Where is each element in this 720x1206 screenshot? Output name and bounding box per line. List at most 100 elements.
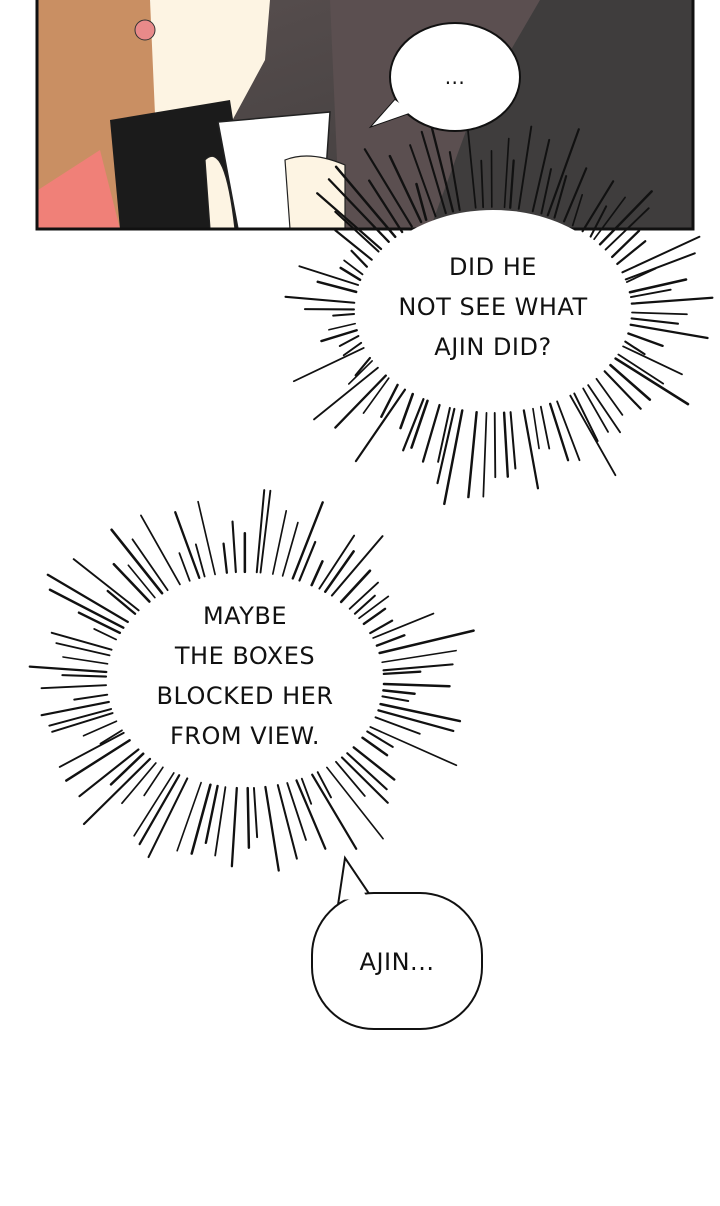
burst-line — [467, 411, 478, 499]
burst-line — [291, 501, 324, 580]
burst-line — [82, 720, 118, 737]
burst-line — [369, 726, 458, 767]
burst-line — [176, 781, 202, 852]
burst-line — [532, 407, 540, 450]
speech-bubble-top — [368, 22, 521, 132]
burst-line — [292, 347, 365, 383]
burst-line — [342, 341, 363, 357]
burst-line — [363, 148, 413, 228]
burst-line — [147, 777, 189, 859]
burst-line — [540, 168, 552, 215]
burst-line — [409, 144, 437, 218]
burst-line — [295, 779, 327, 850]
burst-line — [629, 288, 672, 299]
burst-line — [378, 629, 475, 655]
burst-line — [109, 752, 145, 786]
burst-line — [382, 670, 422, 676]
burst-line — [334, 229, 373, 261]
burst-line — [286, 782, 307, 841]
burst-line — [410, 399, 429, 449]
thought-line: FROM VIEW. — [170, 722, 320, 750]
burst-line — [298, 540, 317, 582]
burst-line — [467, 129, 477, 209]
burst-line — [334, 374, 387, 429]
burst-line — [375, 634, 406, 647]
burst-line — [399, 392, 415, 430]
burst-line — [46, 573, 129, 624]
burst-line — [377, 709, 455, 733]
burst-center — [358, 210, 628, 410]
thought-line: THE BOXES — [174, 642, 316, 670]
burst-line — [421, 403, 441, 463]
thought-line: NOT SEE WHAT — [398, 293, 588, 321]
burst-line — [509, 411, 517, 470]
burst-line — [382, 682, 451, 688]
burst-line — [40, 700, 110, 717]
burst-line — [194, 543, 206, 578]
burst-line — [517, 125, 533, 210]
burst-line — [178, 552, 191, 582]
burst-line — [48, 708, 113, 727]
burst-line — [138, 774, 181, 846]
burst-line — [531, 138, 551, 213]
burst-line — [246, 786, 251, 849]
burst-line — [436, 407, 456, 485]
thought-line: BLOCKED HER — [156, 682, 334, 710]
burst-line — [366, 730, 394, 748]
burst-line — [617, 353, 665, 385]
burst-line — [573, 392, 599, 443]
burst-line — [339, 569, 372, 604]
burst-line — [82, 757, 152, 826]
burst-line — [595, 377, 624, 416]
burst-line — [382, 689, 416, 695]
burst-line — [604, 207, 650, 251]
burst-line — [140, 514, 181, 586]
burst-line — [40, 684, 108, 690]
burst-line — [624, 340, 646, 356]
burst-line — [310, 560, 324, 587]
burst-line — [332, 312, 356, 317]
burst-line — [174, 511, 201, 580]
burst-line — [48, 588, 125, 629]
burst-line — [334, 210, 380, 253]
burst-line — [603, 370, 642, 410]
burst-line — [582, 387, 609, 433]
burst-line — [99, 729, 123, 745]
burst-line — [73, 693, 109, 701]
burst-line — [259, 489, 272, 574]
burst-line — [624, 252, 696, 281]
burst-line — [77, 611, 122, 635]
speech-text-ajin: AJIN... — [359, 948, 435, 976]
burst-line — [271, 510, 288, 575]
burst-line — [382, 663, 454, 672]
burst-line — [324, 550, 355, 593]
burst-line — [581, 180, 615, 233]
burst-line — [311, 773, 358, 850]
burst-line — [629, 323, 709, 340]
burst-line — [348, 581, 379, 610]
burst-line — [630, 317, 679, 325]
burst-line — [127, 564, 156, 599]
thought-burst-2 — [28, 489, 475, 872]
burst-line — [616, 240, 647, 266]
burst-line — [362, 607, 387, 626]
burst-line — [448, 151, 461, 212]
burst-line — [503, 137, 510, 209]
burst-line — [121, 762, 157, 805]
burst-line — [316, 192, 383, 251]
burst-line — [420, 130, 447, 215]
burst-line — [571, 193, 584, 227]
burst-line — [264, 785, 280, 872]
burst-line — [58, 731, 125, 768]
burst-line — [372, 612, 435, 639]
pink-shirt — [38, 150, 120, 229]
burst-line — [343, 259, 364, 276]
burst-line — [611, 229, 641, 259]
burst-line — [93, 628, 117, 641]
burst-line — [350, 249, 368, 268]
burst-line — [522, 409, 540, 490]
thought-text-1: DID HE NOT SEE WHAT AJIN DID? — [373, 247, 613, 367]
burst-line — [252, 786, 259, 839]
burst-line — [320, 329, 358, 343]
burst-line — [546, 128, 580, 217]
